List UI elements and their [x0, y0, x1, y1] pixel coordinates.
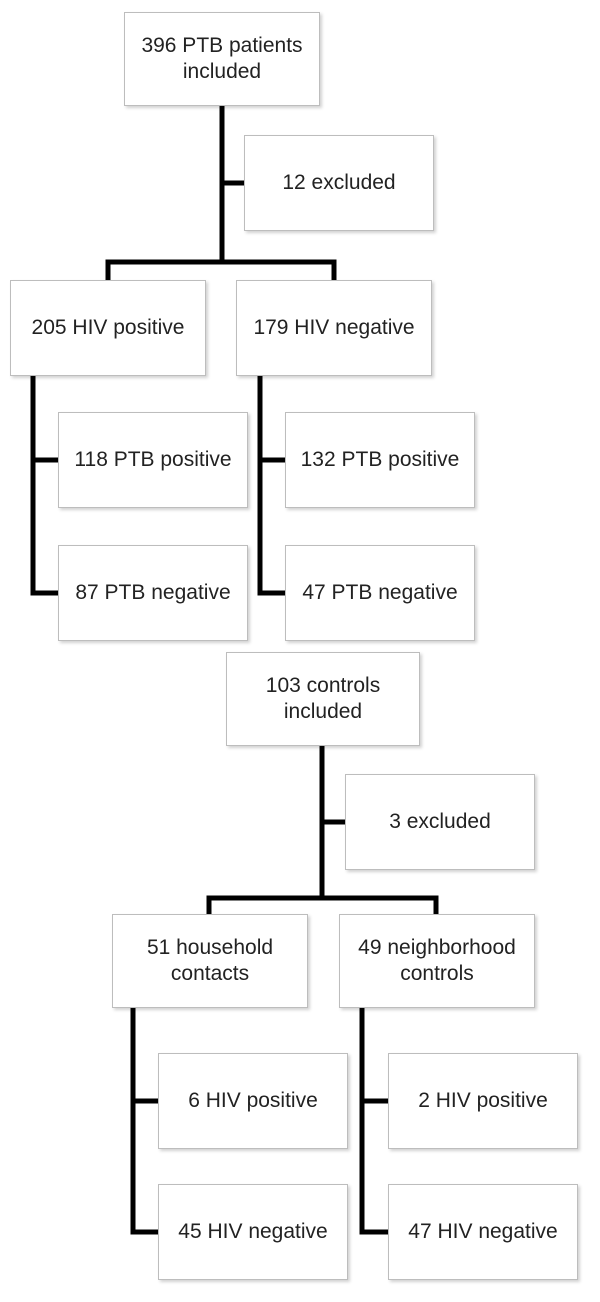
household-hiv-positive-box: 6 HIV positive [158, 1053, 348, 1149]
patients-excluded-box: 12 excluded [244, 135, 434, 231]
patients-included-box: 396 PTB patients included [124, 12, 320, 106]
neighborhood-controls-box: 49 neighborhood controls [339, 914, 535, 1008]
neighborhood-hiv-positive-box: 2 HIV positive [388, 1053, 578, 1149]
household-hiv-negative-box: 45 HIV negative [158, 1184, 348, 1280]
controls-included-box: 103 controls included [226, 652, 420, 746]
controls-excluded-box: 3 excluded [345, 774, 535, 870]
household-contacts-box: 51 household contacts [112, 914, 308, 1008]
hivneg-ptb-negative-box: 47 PTB negative [285, 545, 475, 641]
hivneg-ptb-positive-box: 132 PTB positive [285, 412, 475, 508]
hivpos-ptb-negative-box: 87 PTB negative [58, 545, 248, 641]
neighborhood-hiv-negative-box: 47 HIV negative [388, 1184, 578, 1280]
hivpos-ptb-positive-box: 118 PTB positive [58, 412, 248, 508]
hiv-positive-box: 205 HIV positive [10, 280, 206, 376]
hiv-negative-box: 179 HIV negative [236, 280, 432, 376]
